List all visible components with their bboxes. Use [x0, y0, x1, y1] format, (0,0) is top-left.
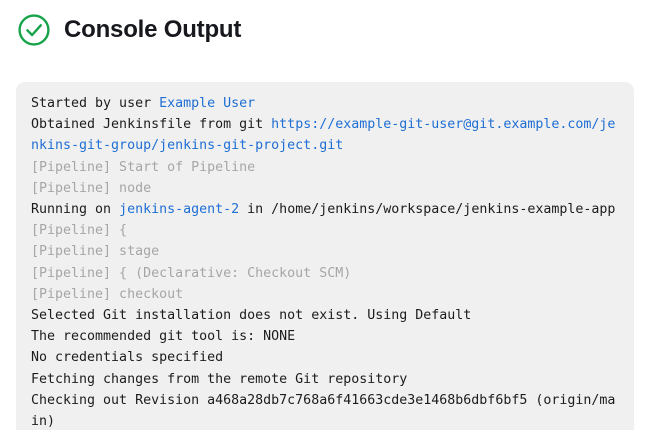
line-pipeline-checkout: [Pipeline] checkout [31, 284, 620, 305]
console-text: Started by user [31, 96, 160, 111]
line-pipeline-declarative-checkout-scm: [Pipeline] { (Declarative: Checkout SCM) [31, 263, 620, 284]
console-text: [Pipeline] stage [31, 244, 160, 260]
line-pipeline-open-brace: [Pipeline] { [31, 220, 620, 241]
console-text: No credentials specified [31, 350, 224, 366]
console-text: [Pipeline] checkout [31, 286, 184, 302]
console-link[interactable]: https://example-git-user@git.example.com… [31, 117, 616, 154]
page-header: Console Output [0, 0, 650, 46]
line-selected-git-installation: Selected Git installation does not exist… [31, 305, 620, 326]
check-circle-icon [18, 14, 50, 46]
console-link[interactable]: jenkins-agent-2 [119, 202, 240, 218]
console-text: in /home/jenkins/workspace/jenkins-examp… [239, 202, 616, 218]
console-text: [Pipeline] { (Declarative: Checkout SCM) [31, 265, 352, 281]
line-recommended-git-tool: The recommended git tool is: NONE [31, 326, 620, 347]
line-pipeline-node: [Pipeline] node [31, 178, 620, 199]
console-link[interactable]: Example User [159, 96, 256, 111]
console-text: Fetching changes from the remote Git rep… [31, 371, 408, 387]
line-running-on-agent: Running on jenkins-agent-2 in /home/jenk… [31, 199, 620, 220]
line-fetching-changes: Fetching changes from the remote Git rep… [31, 369, 620, 390]
line-started-by-user: Started by user Example User [31, 93, 620, 114]
console-text: Obtained Jenkinsfile from git [31, 117, 272, 133]
line-checking-out-revision: Checking out Revision a468a28db7c768a6f4… [31, 390, 620, 430]
line-pipeline-start-of-pipeline: [Pipeline] Start of Pipeline [31, 157, 620, 178]
console-text: Selected Git installation does not exist… [31, 308, 472, 324]
line-obtained-jenkinsfile: Obtained Jenkinsfile from git https://ex… [31, 114, 620, 156]
line-no-credentials: No credentials specified [31, 347, 620, 368]
console-text: [Pipeline] { [31, 223, 128, 239]
console-text: The recommended git tool is: NONE [31, 329, 296, 345]
line-pipeline-stage: [Pipeline] stage [31, 241, 620, 262]
console-text: Running on [31, 202, 120, 218]
console-text: [Pipeline] node [31, 180, 152, 196]
page-title: Console Output [64, 16, 242, 43]
console-text: Checking out Revision a468a28db7c768a6f4… [31, 392, 616, 430]
console-text: [Pipeline] Start of Pipeline [31, 159, 256, 175]
